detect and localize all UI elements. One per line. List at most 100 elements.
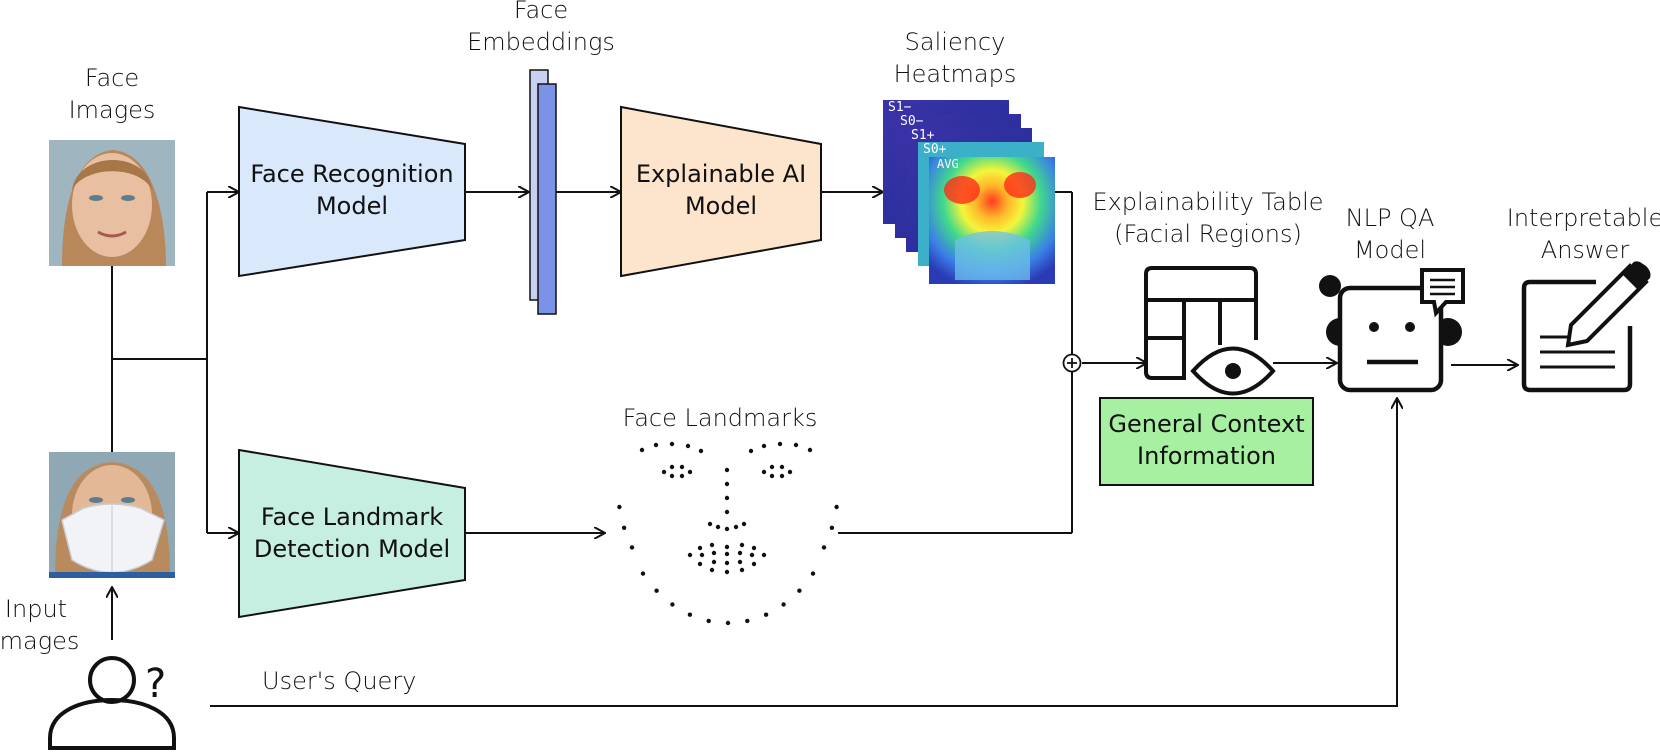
landmark-dot (687, 469, 693, 475)
input-images-label-line1: Input (4, 595, 68, 623)
embedding-bar-front (537, 83, 557, 315)
interpretable-answer-label-line2: Answer (1540, 236, 1630, 264)
landmark-dot (669, 464, 675, 470)
saliency-heatmaps-label: Saliency Heatmaps (880, 26, 1030, 90)
heatmap-tag-4: AVG (937, 157, 959, 171)
landmark-dot (739, 542, 745, 548)
landmark-dot (733, 524, 739, 530)
landmark-dot (779, 473, 785, 479)
landmark-dot (745, 618, 750, 624)
input-images-label-line2: Images (0, 627, 80, 655)
landmark-dot (687, 552, 693, 558)
general-context-label-line2: Information (1137, 442, 1276, 470)
landmark-dot (707, 521, 713, 527)
landmark-flow-arrows (465, 191, 1146, 533)
landmark-dot (698, 448, 704, 454)
nlp-qa-model-label-line1: NLP QA (1345, 204, 1435, 232)
heatmap-tag-2: S1+ (911, 128, 935, 143)
landmark-dot (621, 525, 627, 530)
face-embeddings-label-line1: Face (513, 0, 569, 24)
landmark-dot (821, 545, 827, 550)
landmark-dot (797, 588, 802, 593)
robot-icon (1319, 275, 1462, 393)
face-landmarks-label: Face Landmarks (600, 402, 840, 434)
landmark-dot (699, 552, 705, 558)
chat-bubble-icon (1420, 268, 1465, 318)
face-landmark-detection-model-label-line2: Detection Model (253, 535, 451, 563)
input-images-label: Input Images (0, 593, 86, 657)
face-landmarks-dots (617, 441, 839, 626)
landmark-dot (679, 473, 685, 479)
landmark-dot (654, 588, 659, 593)
interpretable-answer-label-line1: Interpretable (1506, 204, 1660, 232)
landmark-dot (724, 569, 730, 575)
face-recognition-model-shape (238, 105, 466, 278)
landmark-dot (685, 443, 691, 449)
saliency-heatmaps-label-line1: Saliency (904, 28, 1006, 56)
nlp-qa-model-label-line2: Model (1353, 236, 1427, 264)
general-context-label-line1: General Context (1108, 410, 1305, 438)
landmark-dot (661, 469, 667, 475)
landmark-dot (737, 559, 743, 565)
landmark-dot (724, 551, 730, 557)
landmark-dot (724, 526, 730, 532)
landmark-dot (749, 552, 755, 558)
landmark-dot (761, 469, 767, 475)
face-image-unmasked (49, 140, 175, 266)
landmark-dot (670, 602, 675, 607)
landmark-dot (639, 447, 645, 453)
landmark-dot (834, 504, 839, 510)
face-images-label-line2: Images (68, 96, 156, 124)
landmark-dot (793, 442, 799, 448)
landmark-dot (751, 561, 757, 567)
landmark-dot (617, 504, 622, 510)
landmark-dot (709, 567, 715, 573)
landmark-dot (769, 473, 775, 479)
face-embeddings-label: Face Embeddings (466, 0, 616, 58)
general-context-label: General Context Information (1100, 408, 1313, 472)
landmark-dot (829, 525, 835, 530)
landmark-dot (697, 545, 703, 551)
explainable-ai-model-label-line1: Explainable AI (635, 160, 807, 188)
landmark-dot (779, 464, 785, 470)
landmark-dot (724, 560, 730, 566)
landmark-dot (810, 571, 816, 576)
user-icon (48, 656, 176, 750)
face-landmarks-label-text: Face Landmarks (622, 404, 818, 432)
explainability-table-label-line2: (Facial Regions) (1114, 220, 1302, 248)
landmark-dot (706, 618, 711, 624)
question-mark-icon: ? (145, 661, 166, 707)
face-image-masked (49, 452, 175, 578)
face-recognition-model-label-line1: Face Recognition (250, 160, 454, 188)
face-images-label-line1: Face (84, 64, 140, 92)
landmark-dot (739, 567, 745, 573)
heatmap-tag-3: S0+ (923, 142, 947, 157)
pencil-icon (1565, 261, 1651, 348)
landmark-dot (679, 464, 685, 470)
landmark-dot (751, 545, 757, 551)
heatmap-tag-0: S1− (888, 100, 912, 115)
landmark-dot (709, 542, 715, 548)
landmark-dot (725, 620, 731, 626)
landmark-dot (640, 571, 646, 576)
face-landmark-detection-model-label: Face Landmark Detection Model (239, 501, 465, 565)
landmark-dot (748, 448, 754, 454)
landmark-dot (629, 545, 635, 550)
landmark-dot (724, 495, 730, 501)
users-query-label-text: User's Query (262, 667, 417, 695)
saliency-heatmap-stack (883, 100, 1055, 284)
eye-icon (1190, 346, 1276, 396)
users-query-label: User's Query (262, 665, 442, 697)
landmark-dot (724, 467, 730, 473)
face-landmark-detection-model-label-line1: Face Landmark (260, 503, 444, 531)
heatmap-tag-1: S0− (900, 114, 924, 129)
general-context-box (1099, 397, 1314, 486)
landmark-dot (669, 473, 675, 479)
interpretable-answer-label: Interpretable Answer (1500, 202, 1660, 266)
landmark-dot (715, 524, 721, 530)
answer-document-icon (1521, 279, 1633, 393)
landmark-dot (781, 602, 786, 607)
landmark-dot (761, 552, 767, 558)
user-query-arrow (210, 399, 1397, 707)
